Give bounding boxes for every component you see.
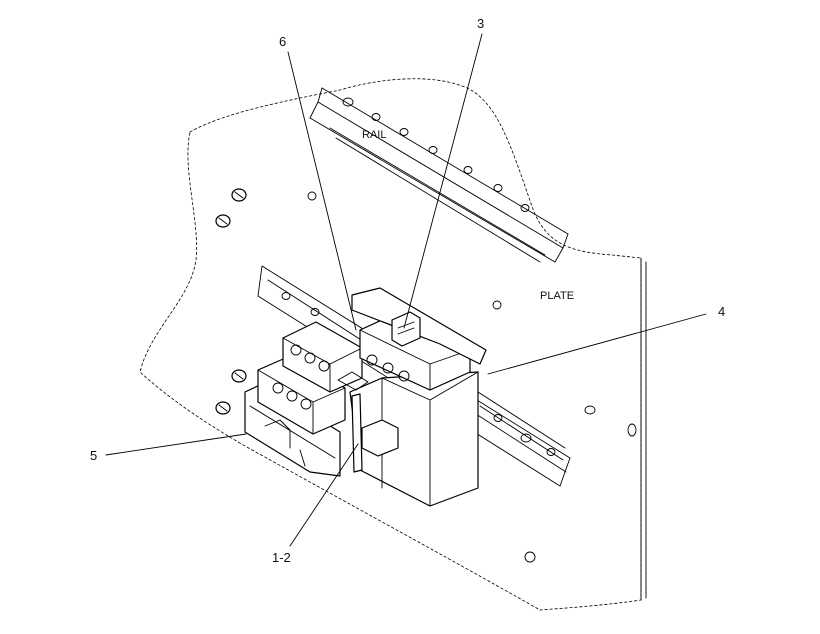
plate-label: PLATE [540, 290, 574, 302]
plate-hole [524, 551, 536, 563]
callout-5: 5 [90, 448, 97, 463]
plate-hole [307, 191, 317, 201]
plate-hole [627, 423, 637, 437]
screw-icon [231, 369, 247, 383]
upper-rail [309, 87, 569, 263]
callout-1-2: 1-2 [272, 550, 291, 565]
mounting-clip [391, 311, 421, 347]
plate-hole [492, 300, 502, 310]
screw-icon [215, 401, 231, 415]
plate-hole [584, 405, 596, 415]
mounting-screws [215, 188, 637, 563]
leader-3 [403, 33, 483, 329]
leader-6 [287, 51, 357, 331]
callout-4: 4 [718, 304, 725, 319]
callout-3: 3 [477, 16, 484, 31]
side-block [361, 419, 399, 457]
contactor-assembly [244, 287, 487, 507]
screw-icon [231, 188, 247, 202]
rail-label: RAIL [362, 129, 386, 141]
callout-6: 6 [279, 34, 286, 49]
leader-5 [105, 433, 247, 456]
mechanical-interlock [351, 393, 363, 473]
plate-edge [640, 257, 647, 601]
leader-1-2 [289, 443, 359, 547]
leader-4 [487, 313, 707, 375]
plate-outline [139, 78, 642, 611]
callout-leaders [105, 33, 707, 547]
screw-icon [215, 214, 231, 228]
